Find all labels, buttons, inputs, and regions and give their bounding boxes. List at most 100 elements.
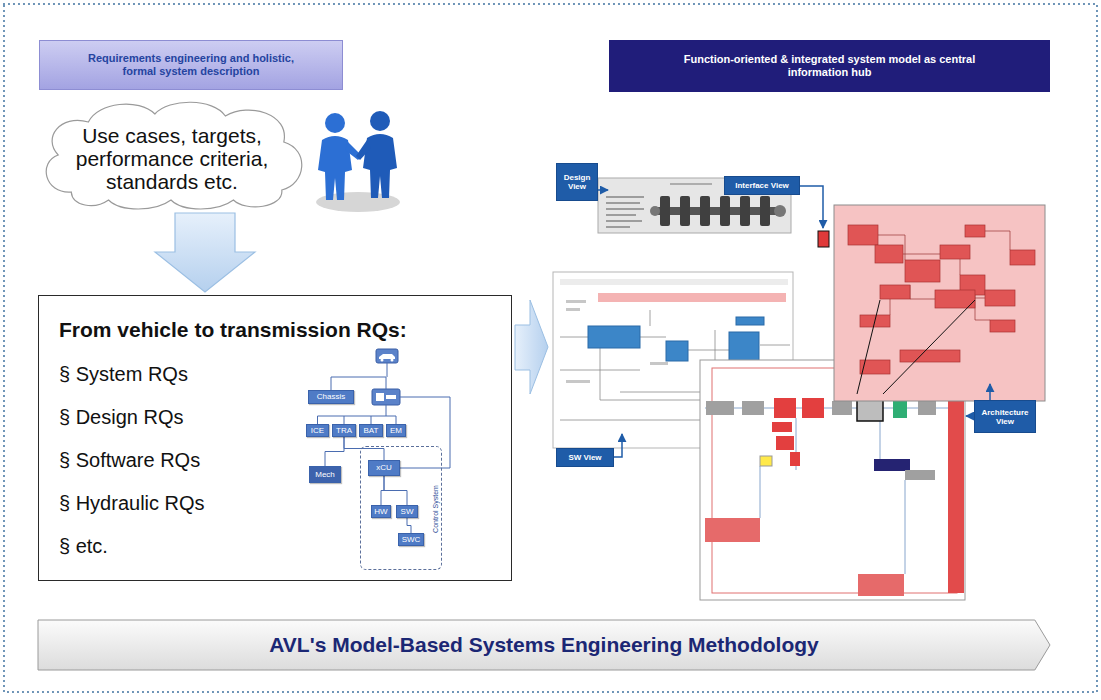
tree-icons [372,389,400,405]
list-item: § etc. [59,535,108,557]
sw-view-panel [650,362,668,365]
tree-lines [318,363,451,468]
sw-view-panel [588,326,640,348]
tree-label: TRA [336,426,352,436]
banner-text: AVL's Model-Based Systems Engineering Me… [269,633,819,657]
design-view-panel [660,196,770,226]
callout-text: Interface View [735,181,789,190]
list-item: § System RQs [59,363,188,385]
zoom-panel [848,225,878,245]
architecture-panel [832,401,852,415]
zoom-panel [878,231,1035,320]
requirement-text: From vehicle to transmission RQs: [59,318,407,342]
block-arrow [155,213,255,292]
callout-arrows [614,434,622,457]
zoom-panel [880,285,910,299]
design-view-panel [598,178,791,233]
tree-box: SW [396,505,418,518]
tree-line [344,437,384,460]
sw-view-panel [566,308,580,311]
tree-label: HW [374,507,387,517]
header-box: Function-oriented & integrated system mo… [609,40,1050,92]
architecture-panel [705,408,948,574]
tree-icons [386,395,396,399]
architecture-panel [760,456,772,466]
callout-arrows [598,186,990,457]
architecture-panel [742,401,764,415]
architecture-panel [918,401,936,415]
architecture-panel [948,395,964,593]
tree-lines [331,363,387,390]
requirements-box: From vehicle to transmission RQs: § Syste… [38,295,512,581]
right-block-arrow [515,300,548,394]
design-view-panel [774,205,786,217]
zoom-panel [965,225,985,237]
dotted-frame [4,4,1097,692]
cloud-shape: Use cases, targets, performance criteria… [36,100,308,210]
banner-outline [38,620,1050,670]
architecture-panel [802,398,824,418]
architecture-panel [790,452,800,466]
tree-label: SWC [402,535,421,545]
sw-view-panel [566,300,668,383]
tree-box: Chassis [308,390,354,404]
zoom-panel [935,290,975,308]
callout-box: Architecture View [974,400,1036,433]
handshake-figures [316,111,400,212]
list-item: § Design RQs [59,406,184,428]
tree-label: BAT [364,426,379,436]
list-item: § Hydraulic RQs [59,492,205,514]
cloud-text: Use cases, targets, performance criteria… [64,124,280,193]
handshake-figures [370,111,390,131]
tree-icons [391,359,394,362]
callout-box: SW View [556,448,614,467]
callout-arrows [800,186,823,228]
tree-label: Chassis [317,392,345,402]
zoom-panel [875,245,903,263]
tree-lines [400,397,450,468]
handshake-figures [325,113,345,133]
tree-label: SW [401,507,414,517]
tree-box: TRA [332,424,356,437]
tree-line [407,518,411,533]
callout-arrows [598,189,608,191]
design-view-panel [720,196,730,226]
tree-label: EM [390,426,402,436]
design-view-panel [598,178,791,233]
architecture-panel [712,368,957,593]
header-box: Requirements engineering and holistic, f… [39,40,343,90]
tree-label: Mech [315,470,335,480]
tree-icons [376,393,384,401]
architecture-panel [776,436,794,450]
sw-view-panel [560,279,788,285]
tree-icons [379,354,395,359]
design-view-panel [740,196,750,226]
callout-text: Architecture View [978,408,1032,426]
right-block-arrow [515,300,548,394]
architecture-panel [706,401,734,415]
zoom-panel [857,300,975,394]
sw-view-panel [598,293,786,302]
architecture-panel [772,422,792,432]
zoom-panel [818,205,1045,401]
cloud-outline [46,102,302,209]
zoom-panel [985,290,1015,306]
zoom-panel [940,245,970,259]
design-view-panel [760,196,770,226]
banner-arrow: AVL's Model-Based Systems Engineering Me… [38,620,1050,670]
zoom-panel [848,225,1035,374]
control-system-group: Control SystemxCUHWSWSWC [360,446,442,570]
architecture-panel [774,398,796,418]
tree-icons [381,359,384,362]
handshake-figures [356,140,371,160]
design-view-panel [670,184,712,185]
callout-text: SW View [568,453,601,462]
callout-arrows [989,384,991,400]
callout-text: Design View [560,173,594,191]
zoom-panel [834,205,1045,401]
group-label: Control System [432,485,440,533]
tree-line [384,476,407,505]
zoom-panel [900,350,960,362]
